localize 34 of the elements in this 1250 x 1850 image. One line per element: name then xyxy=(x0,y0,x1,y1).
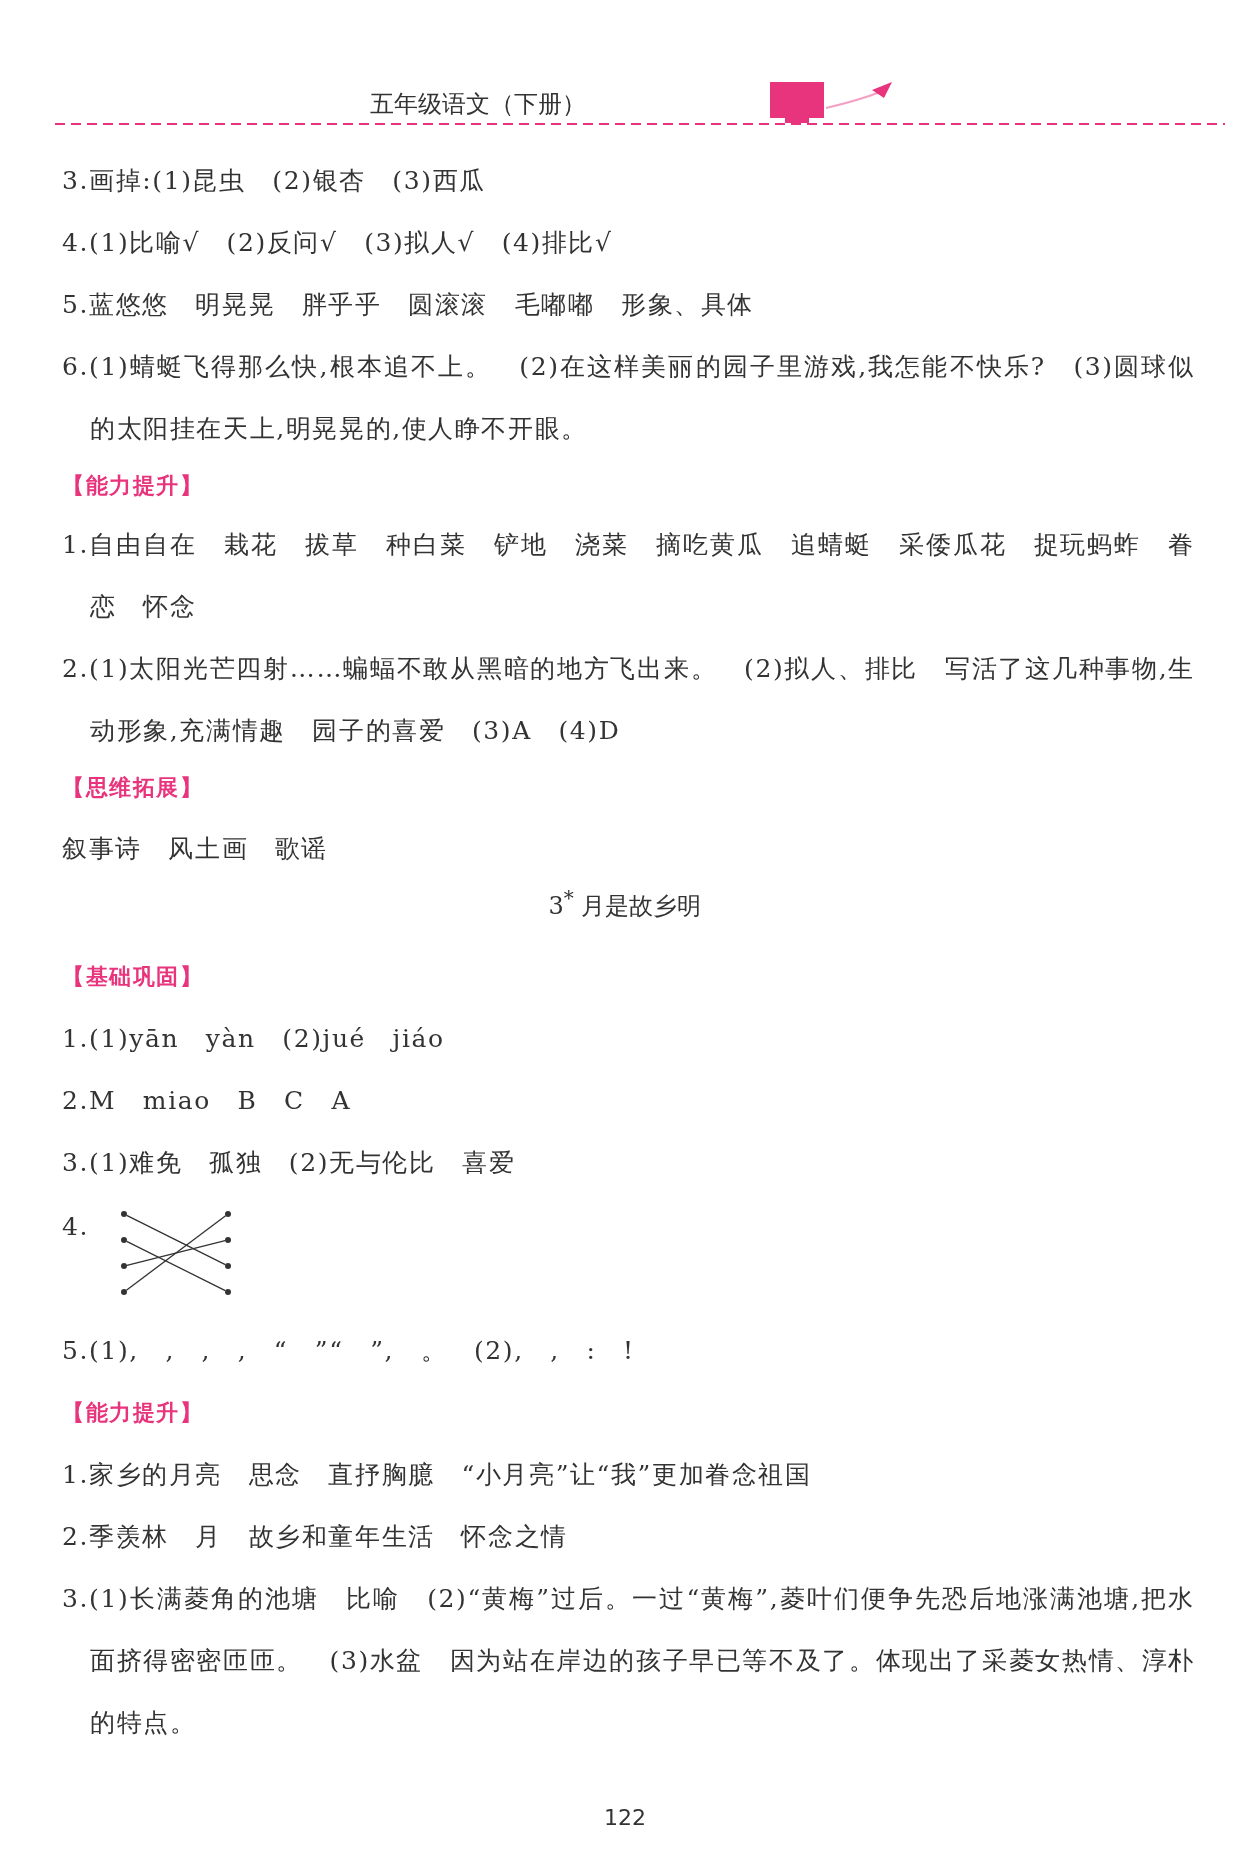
matching-line xyxy=(126,1240,226,1266)
dot xyxy=(121,1237,127,1243)
answer-text: 4.(1)比喻√ (2)反问√ (3)拟人√ (4)排比√ xyxy=(62,227,613,259)
dot xyxy=(121,1289,127,1295)
dot xyxy=(121,1263,127,1269)
dot xyxy=(121,1211,127,1217)
answer-text: 5.(1), , , , “ ”“ ”, 。 (2), , : ! xyxy=(62,1335,635,1367)
dot xyxy=(225,1289,231,1295)
answer-text: 叙事诗 风土画 歌谣 xyxy=(62,833,328,865)
answer-text: 3.画掉:(1)昆虫 (2)银杏 (3)西瓜 xyxy=(62,165,486,197)
chapter-title: 3$^{*}$ 月是故乡明 xyxy=(547,886,703,922)
matching-line xyxy=(126,1240,226,1292)
answer-text: 5.蓝悠悠 明晃晃 胖乎乎 圆滚滚 毛嘟嘟 形象、具体 xyxy=(62,289,755,321)
answer-text: 4. xyxy=(62,1211,90,1243)
section-heading: 【思维拓展】 xyxy=(62,774,204,802)
answer-text: 1.(1)yān yàn (2)jué jiáo xyxy=(62,1023,445,1055)
answer-text: 6.(1)蜻蜓飞得那么快,根本追不上。 (2)在这样美丽的园子里游戏,我怎能不快乐? (3)圆球似的太阳挂在天上,明晃晃的,使人睁不开眼。 xyxy=(62,351,1195,445)
answer-text: 2.(1)太阳光芒四射……蝙蝠不敢从黑暗的地方飞出来。 (2)拟人、排比 写活了这几种事物,生动形象,充满情趣 园子的喜爱 (3)A (4)D xyxy=(62,653,1195,747)
dot xyxy=(225,1237,231,1243)
page-number: 122 xyxy=(603,1805,647,1830)
answer-text: 1.家乡的月亮 思念 直抒胸臆 “小月亮”让“我”更加眷念祖国 xyxy=(62,1459,812,1491)
answer-text: 1.自由自在 栽花 拔草 种白菜 铲地 浇菜 摘吃黄瓜 追蜻蜓 采倭瓜花 捉玩蚂蚱 眷恋 怀念 xyxy=(62,529,1195,623)
section-heading: 【能力提升】 xyxy=(62,472,204,500)
section-heading: 【基础巩固】 xyxy=(62,963,204,991)
dot xyxy=(225,1211,231,1217)
answer-text: 3.(1)长满菱角的池塘 比喻 (2)“黄梅”过后。一过“黄梅”,菱叶们便争先恐后地涨满池塘,把水面挤得密密匝匝。 (3)水盆 因为站在岸边的孩子早已等不及了。体现出了采菱女热情、淳朴的特点。 xyxy=(62,1583,1195,1739)
matching-line xyxy=(125,1215,227,1291)
dot xyxy=(225,1263,231,1269)
header-text: 五年级语文（下册） xyxy=(370,89,586,120)
answer-text: 2.季羡林 月 故乡和童年生活 怀念之情 xyxy=(62,1521,568,1553)
section-heading: 【能力提升】 xyxy=(62,1399,204,1427)
answer-text: 3.(1)难免 孤独 (2)无与伦比 喜爱 xyxy=(62,1147,516,1179)
answer-text: 2.M miao B C A xyxy=(62,1085,352,1117)
matching-line xyxy=(126,1214,226,1266)
